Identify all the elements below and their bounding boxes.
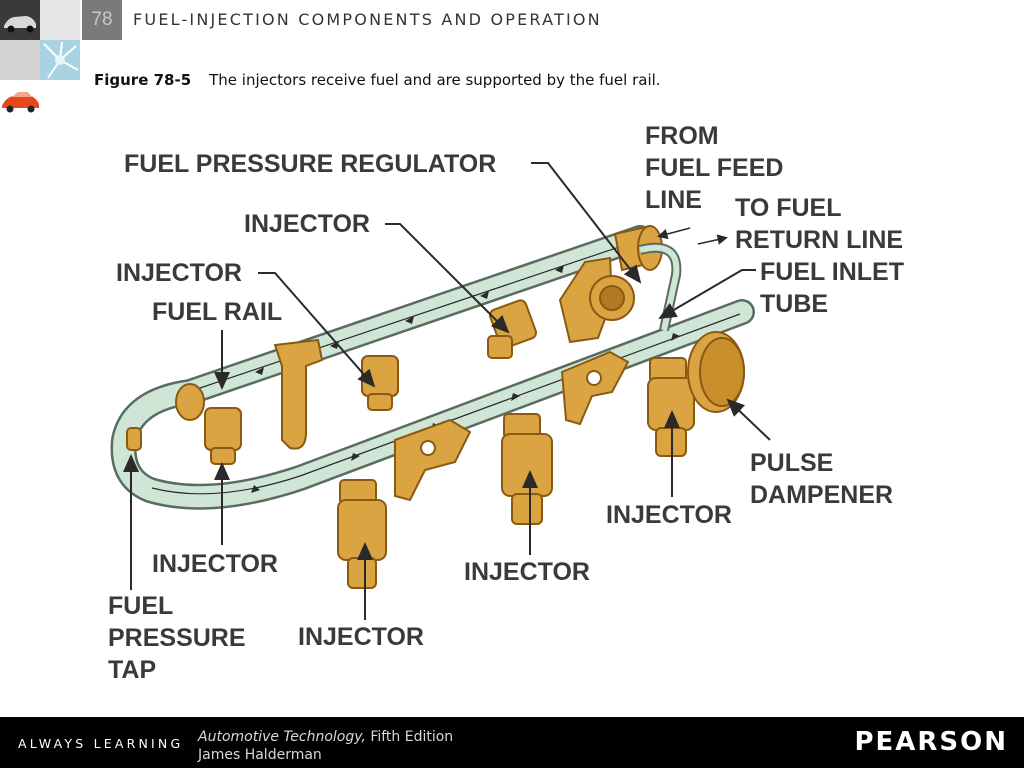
- label-fuel-inlet-tube-2: TUBE: [760, 290, 828, 318]
- leader-injector-left: [258, 272, 376, 388]
- turbine-thumbnail-icon: [40, 40, 80, 80]
- figure-label: Figure 78-5: [94, 71, 192, 89]
- label-injector-center: INJECTOR: [464, 558, 590, 586]
- label-fuel-rail: FUEL RAIL: [152, 298, 282, 326]
- blank-thumbnail: [40, 0, 80, 40]
- book-author: James Halderman: [198, 747, 322, 763]
- label-fuel-inlet-tube-1: FUEL INLET: [760, 258, 904, 286]
- chapter-title: FUEL-INJECTION COMPONENTS AND OPERATION: [133, 10, 602, 29]
- leader-fuel-pressure-regulator: [531, 162, 642, 284]
- brass-components: [126, 224, 745, 589]
- label-to-fuel-return-line-2: RETURN LINE: [735, 226, 903, 254]
- injector-part-bottom-left: [337, 479, 387, 589]
- chapter-number: 78: [82, 0, 122, 40]
- injector-part-top: [487, 299, 538, 359]
- slide-header: 78 FUEL-INJECTION COMPONENTS AND OPERATI…: [0, 0, 1024, 120]
- label-fuel-pressure-tap-2: PRESSURE: [108, 624, 246, 652]
- figure-caption: Figure 78-5 The injectors receive fuel an…: [94, 71, 661, 89]
- leader-injector-top: [385, 223, 510, 334]
- fuel-pressure-tap-part: [126, 427, 142, 451]
- grey-thumbnail: [0, 40, 40, 80]
- label-fuel-pressure-tap-1: FUEL: [108, 592, 173, 620]
- leader-fuel-inlet-tube: [658, 269, 756, 320]
- injector-part-top-left: [361, 355, 399, 411]
- injector-part-right: [647, 357, 695, 457]
- label-pulse-dampener-2: DAMPENER: [750, 481, 893, 509]
- book-title: Automotive Technology,: [198, 729, 366, 745]
- red-car-thumbnail-icon: [0, 80, 40, 120]
- label-fuel-pressure-regulator: FUEL PRESSURE REGULATOR: [124, 150, 496, 178]
- book-edition: Fifth Edition: [365, 729, 454, 745]
- thumbnail-strip: [0, 0, 82, 122]
- leader-pulse-dampener: [726, 398, 771, 441]
- publisher-logo: PEARSON: [854, 727, 1008, 757]
- fuel-rail-diagram: FUEL PRESSURE REGULATOR FROM FUEL FEED L…: [108, 122, 904, 684]
- slide-footer: ALWAYS LEARNING Automotive Technology, F…: [0, 717, 1024, 768]
- book-info: Automotive Technology, Fifth Edition Jam…: [198, 728, 453, 764]
- injector-part-left: [204, 407, 242, 465]
- label-from-fuel-feed-line-3: LINE: [645, 186, 702, 214]
- label-from-fuel-feed-line-2: FUEL FEED: [645, 154, 783, 182]
- fuel-rail: [110, 225, 755, 510]
- label-fuel-pressure-tap-3: TAP: [108, 656, 156, 684]
- injector-part-center: [501, 413, 553, 525]
- label-pulse-dampener-1: PULSE: [750, 449, 833, 477]
- car-thumbnail-icon: [0, 0, 40, 40]
- label-injector-bottom: INJECTOR: [298, 623, 424, 651]
- label-injector-left: INJECTOR: [116, 259, 242, 287]
- caption-text: The injectors receive fuel and are suppo…: [209, 71, 661, 89]
- label-injector-top: INJECTOR: [244, 210, 370, 238]
- label-injector-right: INJECTOR: [606, 501, 732, 529]
- label-to-fuel-return-line-1: TO FUEL: [735, 194, 841, 222]
- footer-tagline: ALWAYS LEARNING: [18, 736, 184, 751]
- label-from-fuel-feed-line-1: FROM: [645, 122, 719, 150]
- label-injector-bottom-left: INJECTOR: [152, 550, 278, 578]
